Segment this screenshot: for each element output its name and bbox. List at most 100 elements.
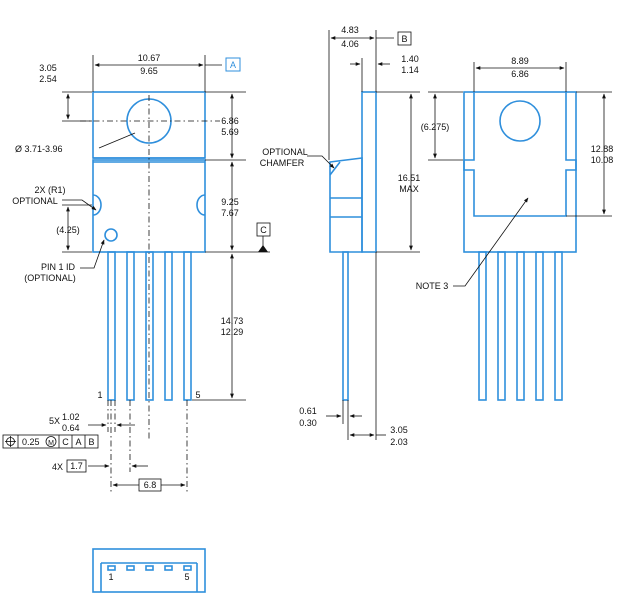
lead-length-max: 14.73 bbox=[221, 316, 244, 326]
pin1-optional: (OPTIONAL) bbox=[24, 273, 76, 283]
datum-a-box bbox=[225, 57, 241, 72]
front-leads bbox=[107, 251, 192, 401]
body-height-max: 9.25 bbox=[221, 197, 239, 207]
mmc-modifier-icon bbox=[45, 436, 57, 447]
hole-diameter-leader bbox=[98, 132, 136, 149]
lead-1 bbox=[107, 251, 116, 401]
body-height-min: 7.67 bbox=[221, 208, 239, 218]
side-chamfer bbox=[329, 161, 341, 176]
chamfer-leader bbox=[307, 155, 335, 169]
lead-width-max: 1.02 bbox=[62, 412, 80, 422]
hole-diameter: Ø 3.71-3.96 bbox=[15, 144, 63, 154]
pad-width-max: 8.89 bbox=[511, 56, 529, 66]
front-view: 10.67 9.65 A 3.05 2.54 Ø 3.71-3.96 6.86 … bbox=[2, 53, 271, 492]
back-lead-2 bbox=[497, 251, 506, 401]
pin1-label: PIN 1 ID bbox=[41, 262, 76, 272]
mmc-modifier: M bbox=[48, 440, 54, 447]
thermal-pad bbox=[463, 92, 577, 217]
width-min: 9.65 bbox=[140, 66, 158, 76]
radius-label: 2X (R1) bbox=[34, 185, 65, 195]
position-tolerance-frame: 0.25 M C A B bbox=[2, 434, 99, 449]
pin-number-first: 1 bbox=[97, 390, 102, 400]
bottom-lead-1 bbox=[107, 565, 116, 571]
bottom-lead-stubs bbox=[107, 565, 192, 571]
hole-ref: (6.275) bbox=[421, 122, 450, 132]
lead-5 bbox=[183, 251, 192, 401]
chamfer-line2: CHAMFER bbox=[260, 158, 305, 168]
datum-b-label: B bbox=[401, 34, 407, 44]
back-view: 8.89 6.86 (6.275) 12.88 10.08 NOTE 3 bbox=[416, 56, 614, 401]
datum-c-label: C bbox=[260, 225, 267, 235]
bottom-lead-2 bbox=[126, 565, 135, 571]
tab-offset-max: 1.40 bbox=[401, 54, 419, 64]
back-lead-4 bbox=[535, 251, 544, 401]
pad-height-min: 10.08 bbox=[591, 155, 614, 165]
datum-a-label: A bbox=[230, 60, 236, 70]
lead-thickness-max: 0.61 bbox=[299, 406, 317, 416]
span-box bbox=[138, 478, 162, 492]
chamfer-line1: OPTIONAL bbox=[262, 147, 308, 157]
bottom-lead-4 bbox=[164, 565, 173, 571]
back-leads bbox=[478, 251, 563, 401]
note-label: NOTE 3 bbox=[416, 281, 449, 291]
note-leader bbox=[453, 197, 529, 287]
width-max: 10.67 bbox=[138, 53, 161, 63]
side-lead bbox=[342, 251, 349, 401]
pin1-id-mark bbox=[104, 228, 118, 242]
fcf-datum-b: B bbox=[88, 437, 94, 447]
hole-center-max: 6.86 bbox=[221, 116, 239, 126]
tab-thickness-max: 4.83 bbox=[341, 25, 359, 35]
pin1-leader bbox=[80, 239, 105, 269]
radius-leader bbox=[62, 199, 97, 211]
tab-top-min: 2.54 bbox=[39, 74, 57, 84]
tab-thickness-min: 4.06 bbox=[341, 39, 359, 49]
bottom-pin-last: 5 bbox=[184, 572, 189, 582]
pin-id-offset: (4.25) bbox=[56, 225, 80, 235]
lead-offset-min: 2.03 bbox=[390, 437, 408, 447]
position-tolerance: 0.25 bbox=[22, 437, 40, 447]
pad-width-min: 6.86 bbox=[511, 69, 529, 79]
back-lead-1 bbox=[478, 251, 487, 401]
fcf-datum-a: A bbox=[75, 437, 81, 447]
back-outline bbox=[463, 91, 577, 253]
fcf-frame bbox=[2, 434, 99, 449]
side-view: 4.83 4.06 B 1.40 1.14 OPTIONAL CHAMFER 1… bbox=[260, 25, 421, 447]
lead-2 bbox=[126, 251, 135, 401]
total-height-max: 16.51 bbox=[398, 173, 421, 183]
bottom-pin-first: 1 bbox=[108, 572, 113, 582]
total-height-label: MAX bbox=[399, 184, 419, 194]
bottom-lead-3 bbox=[145, 565, 154, 571]
lead-width-prefix: 5X bbox=[49, 416, 60, 426]
left-radius-notch bbox=[92, 194, 102, 216]
tab-offset-min: 1.14 bbox=[401, 65, 419, 75]
bottom-outline bbox=[92, 548, 206, 593]
back-mounting-hole bbox=[499, 100, 541, 142]
datum-c-triangle bbox=[258, 245, 268, 252]
pitch-box bbox=[66, 459, 87, 473]
pitch-prefix: 4X bbox=[52, 462, 63, 472]
span-value: 6.8 bbox=[144, 480, 157, 490]
back-lead-3 bbox=[516, 251, 525, 401]
lead-width-min: 0.64 bbox=[62, 423, 80, 433]
bottom-view: 1 5 bbox=[92, 548, 206, 593]
lead-length-min: 12.29 bbox=[221, 327, 244, 337]
side-body-outline bbox=[329, 157, 363, 253]
lead-3 bbox=[145, 251, 154, 401]
pitch-value: 1.7 bbox=[70, 461, 83, 471]
bottom-lead-5 bbox=[183, 565, 192, 571]
pad-height-max: 12.88 bbox=[591, 144, 614, 154]
back-lead-5 bbox=[554, 251, 563, 401]
lead-4 bbox=[164, 251, 173, 401]
hole-center-min: 5.69 bbox=[221, 127, 239, 137]
datum-b-box bbox=[397, 31, 412, 46]
tab-top-max: 3.05 bbox=[39, 63, 57, 73]
datum-c-box bbox=[256, 222, 271, 237]
radius-optional: OPTIONAL bbox=[12, 196, 58, 206]
lead-offset-max: 3.05 bbox=[390, 425, 408, 435]
side-tab-outline bbox=[361, 91, 377, 253]
fcf-datum-c: C bbox=[62, 437, 69, 447]
pin-number-last: 5 bbox=[195, 390, 200, 400]
right-radius-notch bbox=[196, 194, 206, 216]
lead-thickness-min: 0.30 bbox=[299, 418, 317, 428]
